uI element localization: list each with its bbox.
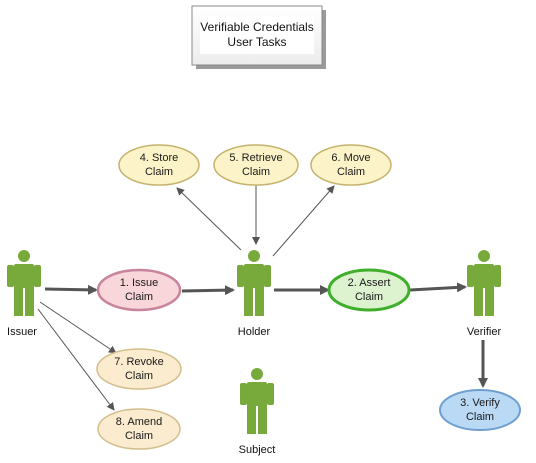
use-case-issue-line-1: 1. Issue <box>120 277 159 289</box>
use-case-revoke[interactable]: 7. Revoke Claim <box>96 348 182 390</box>
actor-subject-torso <box>247 388 267 406</box>
use-case-assert[interactable]: 2. Assert Claim <box>327 268 411 312</box>
actor-subject-label: Subject <box>239 444 276 456</box>
use-case-assert-shape[interactable] <box>327 268 411 312</box>
use-case-verify-line-1: 3. Verify <box>460 397 500 409</box>
use-case-retrieve-line-1: 5. Retrieve <box>229 152 282 164</box>
use-case-store-line-1: 4. Store <box>140 152 179 164</box>
use-case-retrieve-line-2: Claim <box>242 166 270 178</box>
use-case-revoke-line-1: 7. Revoke <box>114 356 164 368</box>
use-case-assert-line-2: Claim <box>355 291 383 303</box>
use-case-amend-line-2: Claim <box>125 430 153 442</box>
actor-subject-left-leg <box>247 405 256 434</box>
use-case-store-line-2: Claim <box>145 166 173 178</box>
use-case-issue[interactable]: 1. Issue Claim <box>96 268 182 312</box>
actor-issuer-left-leg <box>14 287 23 316</box>
use-case-verify[interactable]: 3. Verify Claim <box>439 389 521 431</box>
title-line-2: User Tasks <box>227 35 286 49</box>
actor-issuer[interactable] <box>7 250 41 316</box>
actor-holder[interactable] <box>237 250 271 316</box>
title-box-inner <box>200 16 314 54</box>
actor-subject-left-arm <box>240 383 247 405</box>
issuer-to-revoke-arrow <box>39 301 117 354</box>
actor-verifier-left-leg <box>474 287 483 316</box>
actor-issuer-right-arm <box>34 265 41 287</box>
actor-verifier-label: Verifier <box>467 326 502 338</box>
use-case-verify-line-2: Claim <box>466 411 494 423</box>
use-case-move-shape[interactable] <box>310 144 392 186</box>
use-case-assert-line-1: 2. Assert <box>348 277 391 289</box>
assert-to-verifier-arrow <box>409 282 467 293</box>
actor-holder-left-arm <box>237 265 244 287</box>
title-box: Verifiable Credentials User Tasks <box>191 5 326 69</box>
actor-issuer-label: Issuer <box>7 326 37 338</box>
holder-to-store-arrow <box>176 187 242 251</box>
holder-to-move-arrow <box>272 185 335 257</box>
use-case-store[interactable]: 4. Store Claim <box>118 144 200 186</box>
use-case-revoke-shape[interactable] <box>96 348 182 390</box>
actor-verifier-head <box>478 250 490 262</box>
title-line-1: Verifiable Credentials <box>200 20 313 34</box>
actor-verifier-right-arm <box>494 265 501 287</box>
actor-holder-right-arm <box>264 265 271 287</box>
actor-issuer-torso <box>14 270 34 288</box>
use-case-amend-line-1: 8. Amend <box>116 416 162 428</box>
use-case-retrieve[interactable]: 5. Retrieve Claim <box>213 144 299 186</box>
use-case-retrieve-shape[interactable] <box>213 144 299 186</box>
actor-verifier[interactable] <box>467 250 501 316</box>
use-case-amend-shape[interactable] <box>97 408 181 450</box>
use-case-verify-shape[interactable] <box>439 389 521 431</box>
use-case-move-line-1: 6. Move <box>331 152 370 164</box>
use-case-revoke-line-2: Claim <box>125 370 153 382</box>
actor-holder-head <box>248 250 260 262</box>
actor-holder-label: Holder <box>238 326 271 338</box>
issuer-to-amend-arrow <box>37 308 115 411</box>
issue-to-holder-arrow <box>181 285 235 296</box>
actor-holder-right-leg <box>255 287 264 316</box>
use-case-amend[interactable]: 8. Amend Claim <box>97 408 181 450</box>
actor-subject-right-leg <box>258 405 267 434</box>
issuer-to-issue-arrow <box>44 284 98 295</box>
actor-subject[interactable] <box>240 368 274 434</box>
use-case-issue-line-2: Claim <box>125 291 153 303</box>
actor-verifier-torso <box>474 270 494 288</box>
actor-holder-torso <box>244 270 264 288</box>
actor-subject-right-arm <box>267 383 274 405</box>
use-case-issue-shape[interactable] <box>96 268 182 312</box>
actor-issuer-right-leg <box>25 287 34 316</box>
actor-issuer-head <box>18 250 30 262</box>
use-case-store-shape[interactable] <box>118 144 200 186</box>
actor-verifier-right-leg <box>485 287 494 316</box>
actor-holder-left-leg <box>244 287 253 316</box>
actor-verifier-left-arm <box>467 265 474 287</box>
actor-subject-head <box>251 368 263 380</box>
actor-issuer-left-arm <box>7 265 14 287</box>
connectors <box>37 185 488 411</box>
use-case-move-line-2: Claim <box>337 166 365 178</box>
use-case-move[interactable]: 6. Move Claim <box>310 144 392 186</box>
